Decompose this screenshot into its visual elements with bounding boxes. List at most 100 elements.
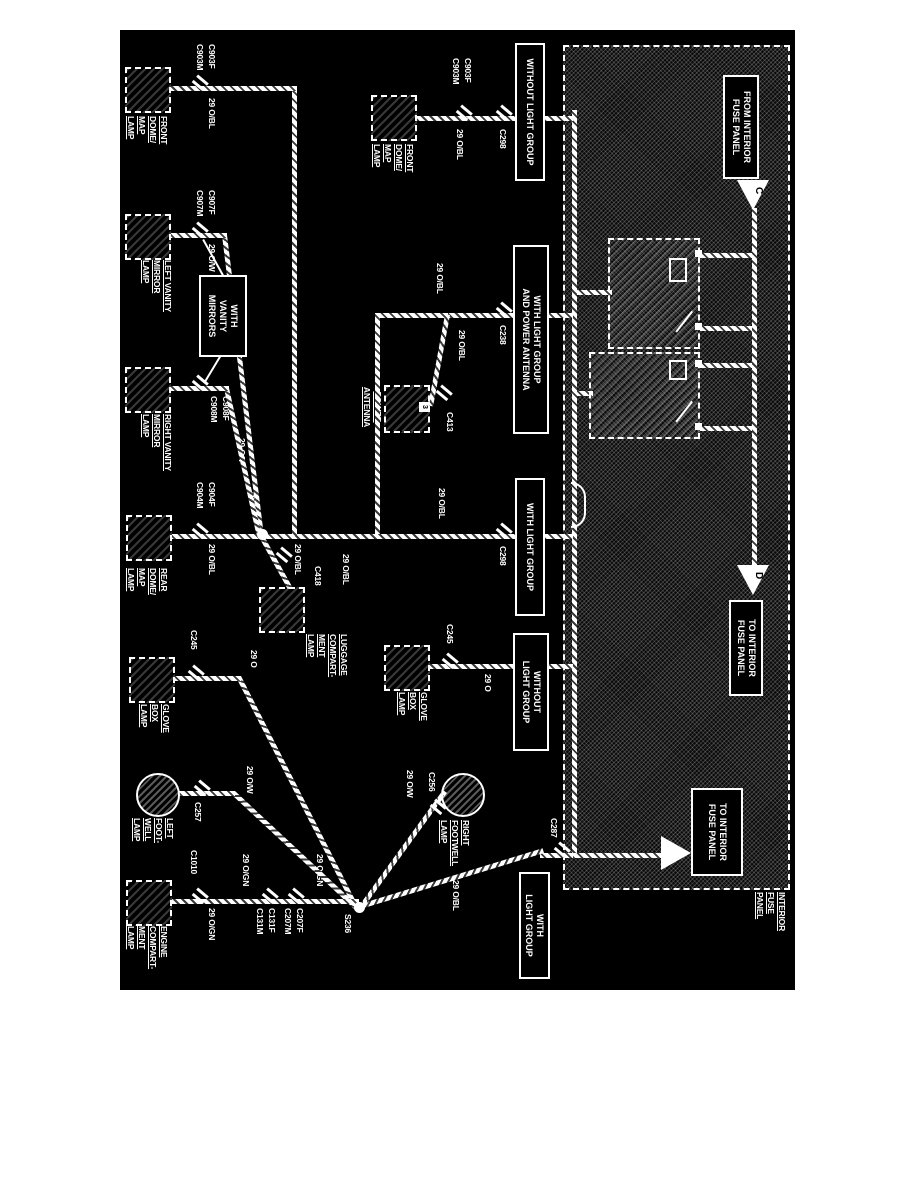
connector-hash-c413 [435, 389, 449, 402]
connector-label-c207m: C207M [283, 908, 293, 935]
to-interior-fuse-panel-box-right: TO INTERIOR FUSE PANEL [691, 788, 743, 876]
relay-coil-symbol [669, 258, 687, 282]
wire-label-29-obl: 29 O/BL [435, 263, 445, 294]
wire-defrost-relay-out [573, 290, 612, 295]
connector-label-c256: C256 [427, 772, 437, 792]
fuse-panel-title: INTERIOR FUSE PANEL [755, 892, 787, 932]
engine-compartment-lamp-box [126, 880, 172, 926]
connector-label-c907m: C907M [195, 190, 205, 217]
wire-label-29-ogn: 29 O/GN [241, 854, 251, 887]
circuit-arrow-up-icon [661, 836, 691, 870]
wire-defrost-relay-feed-2 [700, 326, 752, 331]
antenna-pin-3: 3 [419, 402, 429, 412]
connector-label-c257: C257 [193, 802, 203, 822]
wire-panel-bus [752, 208, 757, 565]
wire-front-dome-drop [171, 86, 297, 91]
right-footwell-lamp-symbol [441, 773, 485, 817]
luggage-compartment-lamp-box [259, 587, 305, 633]
wire-label-29-obl: 29 O/BL [207, 98, 217, 129]
connector-label-c131f: C131F [267, 908, 277, 933]
variant-without-light-group-1: WITHOUT LIGHT GROUP [515, 43, 545, 181]
left-vanity-mirror-lamp-label: LEFT VANITY MIRROR LAMP [141, 260, 173, 312]
wire-c238-continue [378, 313, 448, 318]
wire-label-29-obl: 29 O/BL [451, 880, 461, 911]
connector-label-c298-1: C298 [498, 129, 508, 149]
connector-label-c904m: C904M [195, 482, 205, 509]
variant-with-light-group-1: WITH LIGHT GROUP [515, 478, 545, 616]
left-vanity-mirror-lamp-box [125, 214, 171, 260]
front-dome-map-lamp-label-lower: FRONT DOME/ MAP LAMP [126, 116, 169, 145]
connector-label-c245-lower: C245 [189, 630, 199, 650]
connector-label-c245-upper: C245 [445, 624, 455, 644]
wire-label-29-o: 29 O [249, 650, 259, 668]
front-dome-map-lamp-label-upper: FRONT DOME/ MAP LAMP [372, 144, 415, 173]
wire-defrost-relay-feed-1 [700, 253, 752, 258]
wire-rear-dome-drop [172, 534, 262, 539]
connector-label-c418: C418 [313, 566, 323, 586]
wire-courtesy-relay-feed-1 [700, 363, 752, 368]
splice-s236-dot [354, 902, 365, 913]
connector-label-c298-2: C298 [498, 546, 508, 566]
connector-label-c908m: C908M [209, 396, 219, 423]
front-dome-map-lamp-box-upper [371, 95, 417, 141]
relay-pin [695, 250, 702, 257]
wire-c287-exit [540, 853, 573, 858]
wire-label-29-ow: 29 O/W [245, 766, 255, 794]
wire-label-29-obl: 29 O/BL [293, 544, 303, 575]
wire-label-29-obl: 29 O/BL [341, 554, 351, 585]
connector-label-c903m-lower: C903M [195, 44, 205, 71]
right-footwell-lamp-label: RIGHT FOOTWELL LAMP [439, 820, 471, 867]
wire-to-panel-return [573, 853, 661, 858]
left-footwell-lamp-label: LEFT FOOT- WELL LAMP [132, 818, 175, 843]
wire-dome-trunk [292, 88, 297, 536]
relay-coil-symbol [669, 360, 687, 380]
rear-dome-map-lamp-box [126, 515, 172, 561]
wire-label-29-obl: 29 O/BL [455, 129, 465, 160]
circuit-arrow-c-label: C [753, 187, 764, 195]
to-interior-fuse-panel-box-top: TO INTERIOR FUSE PANEL [729, 600, 763, 696]
connector-label-c903f-upper: C903F [463, 58, 473, 83]
wire-c238-riser [448, 313, 573, 318]
front-dome-map-lamp-box-lower [125, 67, 171, 113]
connector-label-c907f: C907F [207, 190, 217, 215]
wire-label-29-ow: 29 O/W [405, 770, 415, 798]
wire-label-29-obl: 29 O/BL [457, 330, 467, 361]
variant-without-light-group-2: WITHOUT LIGHT GROUP [513, 633, 549, 751]
with-vanity-mirrors-box: WITH VANITY MIRRORS [199, 275, 247, 357]
left-footwell-lamp-symbol [136, 773, 180, 817]
glove-box-lamp-label-lower: GLOVE BOX LAMP [139, 704, 171, 733]
circuit-arrow-c-icon [737, 180, 769, 210]
variant-with-light-group-2: WITH LIGHT GROUP [519, 872, 550, 979]
right-vanity-mirror-lamp-box [125, 367, 171, 413]
wire-junction-to-s904-riser [375, 313, 380, 538]
connector-label-c207f: C207F [295, 908, 305, 933]
connector-label-c903m-upper: C903M [451, 58, 461, 85]
from-interior-fuse-panel-box: FROM INTERIOR FUSE PANEL [723, 75, 759, 179]
wire-label-29-obl: 29 O/BL [437, 488, 447, 519]
engine-compartment-lamp-label: ENGINE COMPART- MENT LAMP [126, 926, 169, 970]
wire-label-29-obl: 29 O/BL [207, 544, 217, 575]
wire-courtesy-relay-feed-2 [700, 426, 752, 431]
luggage-compartment-lamp-label: LUGGAGE COMPART- MENT LAMP [306, 634, 349, 678]
splice-label-s236: S236 [343, 914, 353, 934]
rear-window-defrost-relay-box [608, 238, 700, 349]
circuit-arrow-d-icon [737, 565, 769, 595]
wire-luggage-diagonal [259, 536, 293, 590]
glove-box-lamp-box-upper [384, 645, 430, 691]
wiring-diagram-stage: INTERIOR FUSE PANEL FROM INTERIOR FUSE P… [120, 30, 795, 990]
connector-label-c238: C238 [498, 325, 508, 345]
splice-s904-dot [257, 529, 268, 540]
connector-label-c287: C287 [549, 818, 559, 838]
glove-box-lamp-box-lower [129, 657, 175, 703]
relay-pin [695, 423, 702, 430]
wire-glove-drop [175, 676, 241, 681]
wire-label-29-ogn: 29 O/GN [207, 908, 217, 941]
wire-c298-front-dome [417, 116, 573, 121]
connector-label-c903f-lower: C903F [207, 44, 217, 69]
diagram-canvas: INTERIOR FUSE PANEL FROM INTERIOR FUSE P… [120, 30, 795, 990]
relay-pin [695, 323, 702, 330]
connector-label-c131m: C131M [255, 908, 265, 935]
circuit-arrow-d-label: D [753, 572, 764, 580]
right-vanity-mirror-lamp-label: RIGHT VANITY MIRROR LAMP [141, 414, 173, 471]
